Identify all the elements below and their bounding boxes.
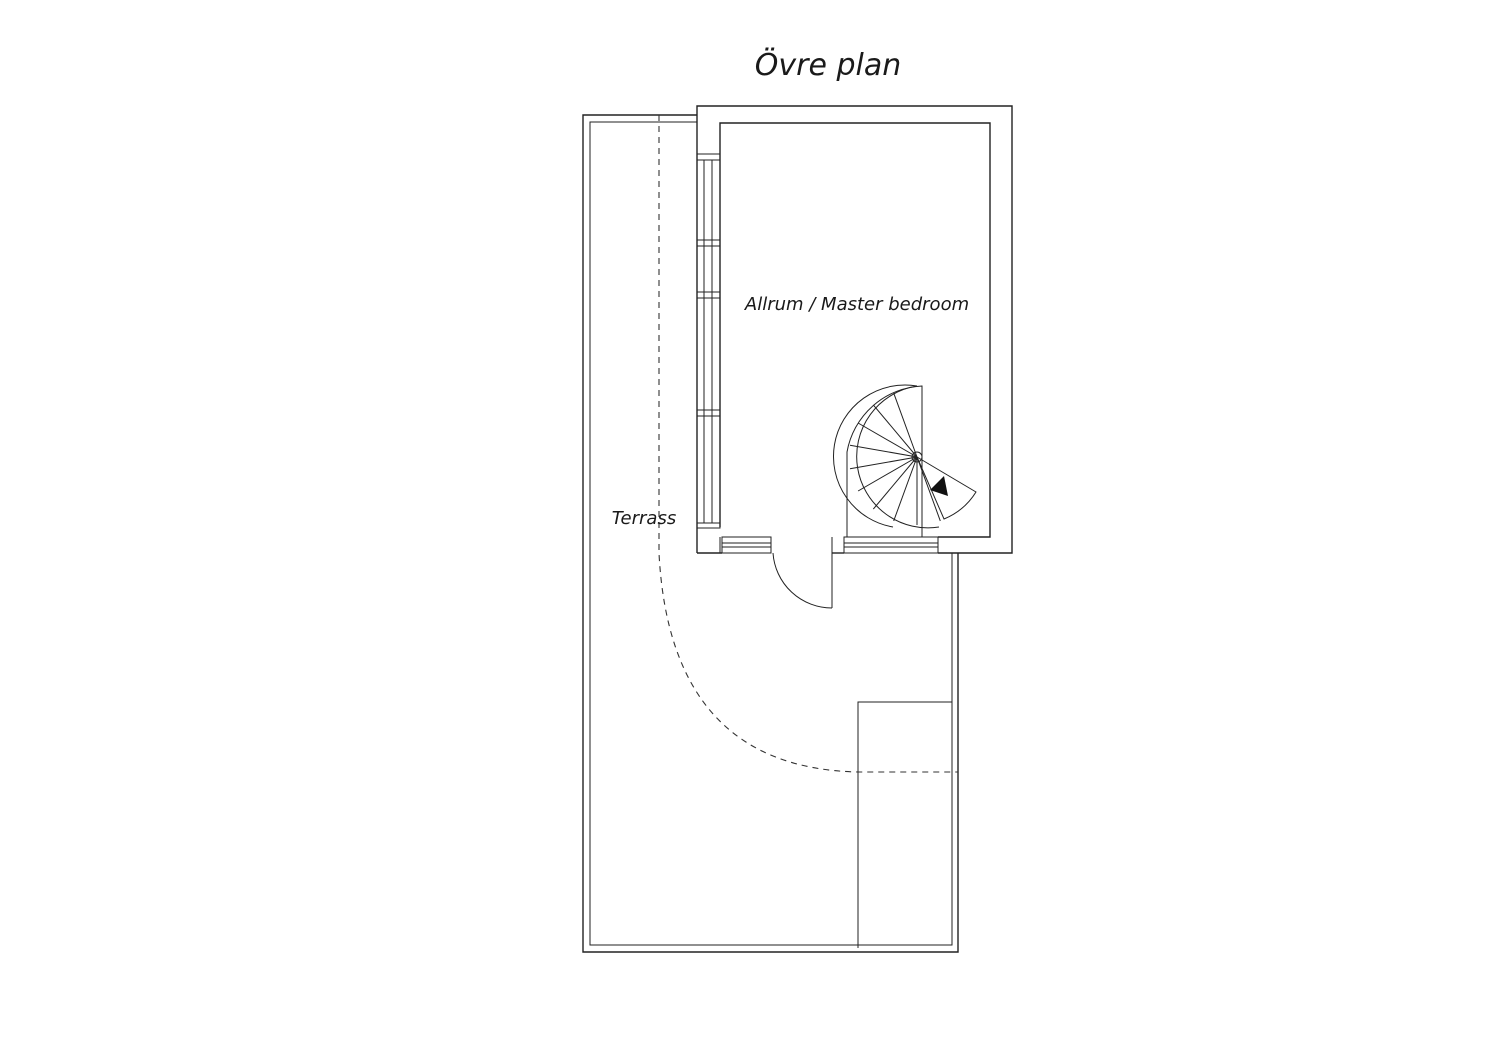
stair-tread	[849, 456, 918, 470]
stair-tread	[916, 456, 941, 522]
terrace-arc	[658, 115, 958, 773]
bottom-window-left	[721, 536, 772, 554]
door	[772, 552, 833, 609]
stair-direction-arrow	[930, 476, 948, 496]
spiral-staircase	[833, 384, 977, 538]
stair-tread	[849, 444, 918, 458]
left-wall-windows	[696, 153, 721, 529]
terrace-area	[582, 114, 959, 953]
stair-tread	[857, 456, 918, 492]
room-label-master: Allrum / Master bedroom	[744, 294, 969, 315]
stair-treads	[849, 392, 941, 525]
stair-tread	[872, 404, 918, 458]
plan-title: Övre plan	[755, 47, 901, 83]
bottom-window-right	[843, 536, 939, 554]
master-room-walls	[696, 105, 1013, 554]
room-label-terrace: Terrass	[612, 508, 676, 529]
stair-tread	[893, 392, 918, 458]
stair-tread	[893, 456, 918, 522]
stair-center-post	[911, 451, 923, 463]
stair-tread	[872, 456, 918, 510]
stair-tread	[857, 422, 918, 458]
terrace-block	[857, 701, 952, 948]
